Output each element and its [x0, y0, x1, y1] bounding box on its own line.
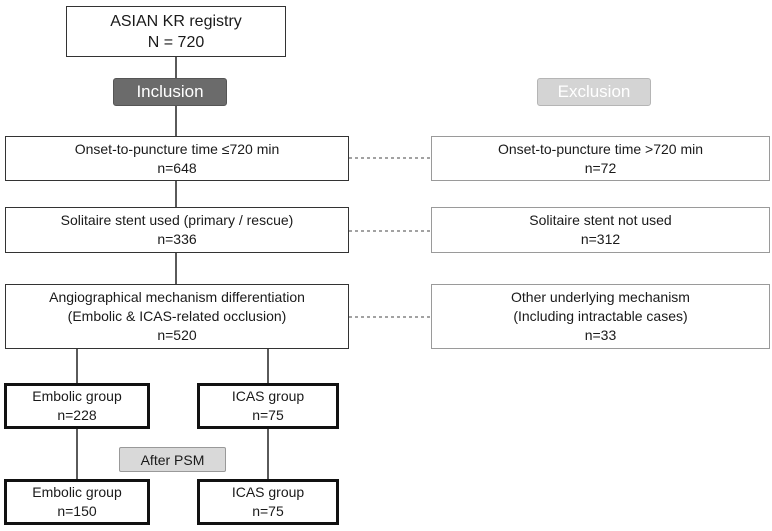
group-label: Embolic group [32, 484, 122, 500]
step-label: Onset-to-puncture time >720 min [497, 140, 704, 157]
step-label-secondary: (Embolic & ICAS-related occlusion) [67, 308, 287, 324]
registry-box: ASIAN KR registry N = 720 [66, 6, 286, 57]
registry-count: N = 720 [147, 33, 205, 51]
inclusion-step-mechanism: Angiographical mechanism differentiation… [5, 284, 349, 349]
exclusion-step-mechanism: Other underlying mechanism (Including in… [431, 284, 770, 349]
inclusion-step-onset-time: Onset-to-puncture time ≤720 min n=648 [5, 136, 349, 181]
group-label: ICAS group [231, 484, 305, 500]
step-label: Onset-to-puncture time ≤720 min [74, 140, 280, 157]
icas-group-after-psm-box: ICAS group n=75 [197, 479, 339, 525]
step-count: n=520 [157, 327, 197, 343]
step-count: n=312 [580, 231, 621, 247]
step-label: Angiographical mechanism differentiation [49, 289, 305, 305]
step-label: Other underlying mechanism [511, 289, 690, 305]
step-count: n=336 [157, 231, 197, 247]
inclusion-step-solitaire: Solitaire stent used (primary / rescue) … [5, 207, 349, 253]
inclusion-header: Inclusion [113, 78, 227, 106]
step-count: n=72 [584, 159, 617, 176]
group-label: ICAS group [231, 388, 305, 404]
group-count: n=228 [57, 407, 97, 423]
step-label: Solitaire stent used (primary / rescue) [60, 212, 294, 228]
group-count: n=75 [252, 407, 284, 423]
registry-title: ASIAN KR registry [110, 12, 242, 30]
embolic-group-after-psm-box: Embolic group n=150 [4, 479, 150, 525]
step-label: Solitaire stent not used [529, 212, 672, 228]
group-label: Embolic group [32, 388, 122, 404]
exclusion-header: Exclusion [537, 78, 651, 106]
step-count: n=33 [584, 327, 617, 343]
after-psm-label: After PSM [119, 447, 226, 472]
step-count: n=648 [157, 159, 197, 176]
step-label-secondary: (Including intractable cases) [513, 308, 688, 324]
exclusion-step-solitaire: Solitaire stent not used n=312 [431, 207, 770, 253]
embolic-group-box: Embolic group n=228 [4, 383, 150, 429]
exclusion-step-onset-time: Onset-to-puncture time >720 min n=72 [431, 136, 770, 181]
icas-group-box: ICAS group n=75 [197, 383, 339, 429]
group-count: n=150 [57, 503, 97, 519]
group-count: n=75 [252, 503, 284, 519]
